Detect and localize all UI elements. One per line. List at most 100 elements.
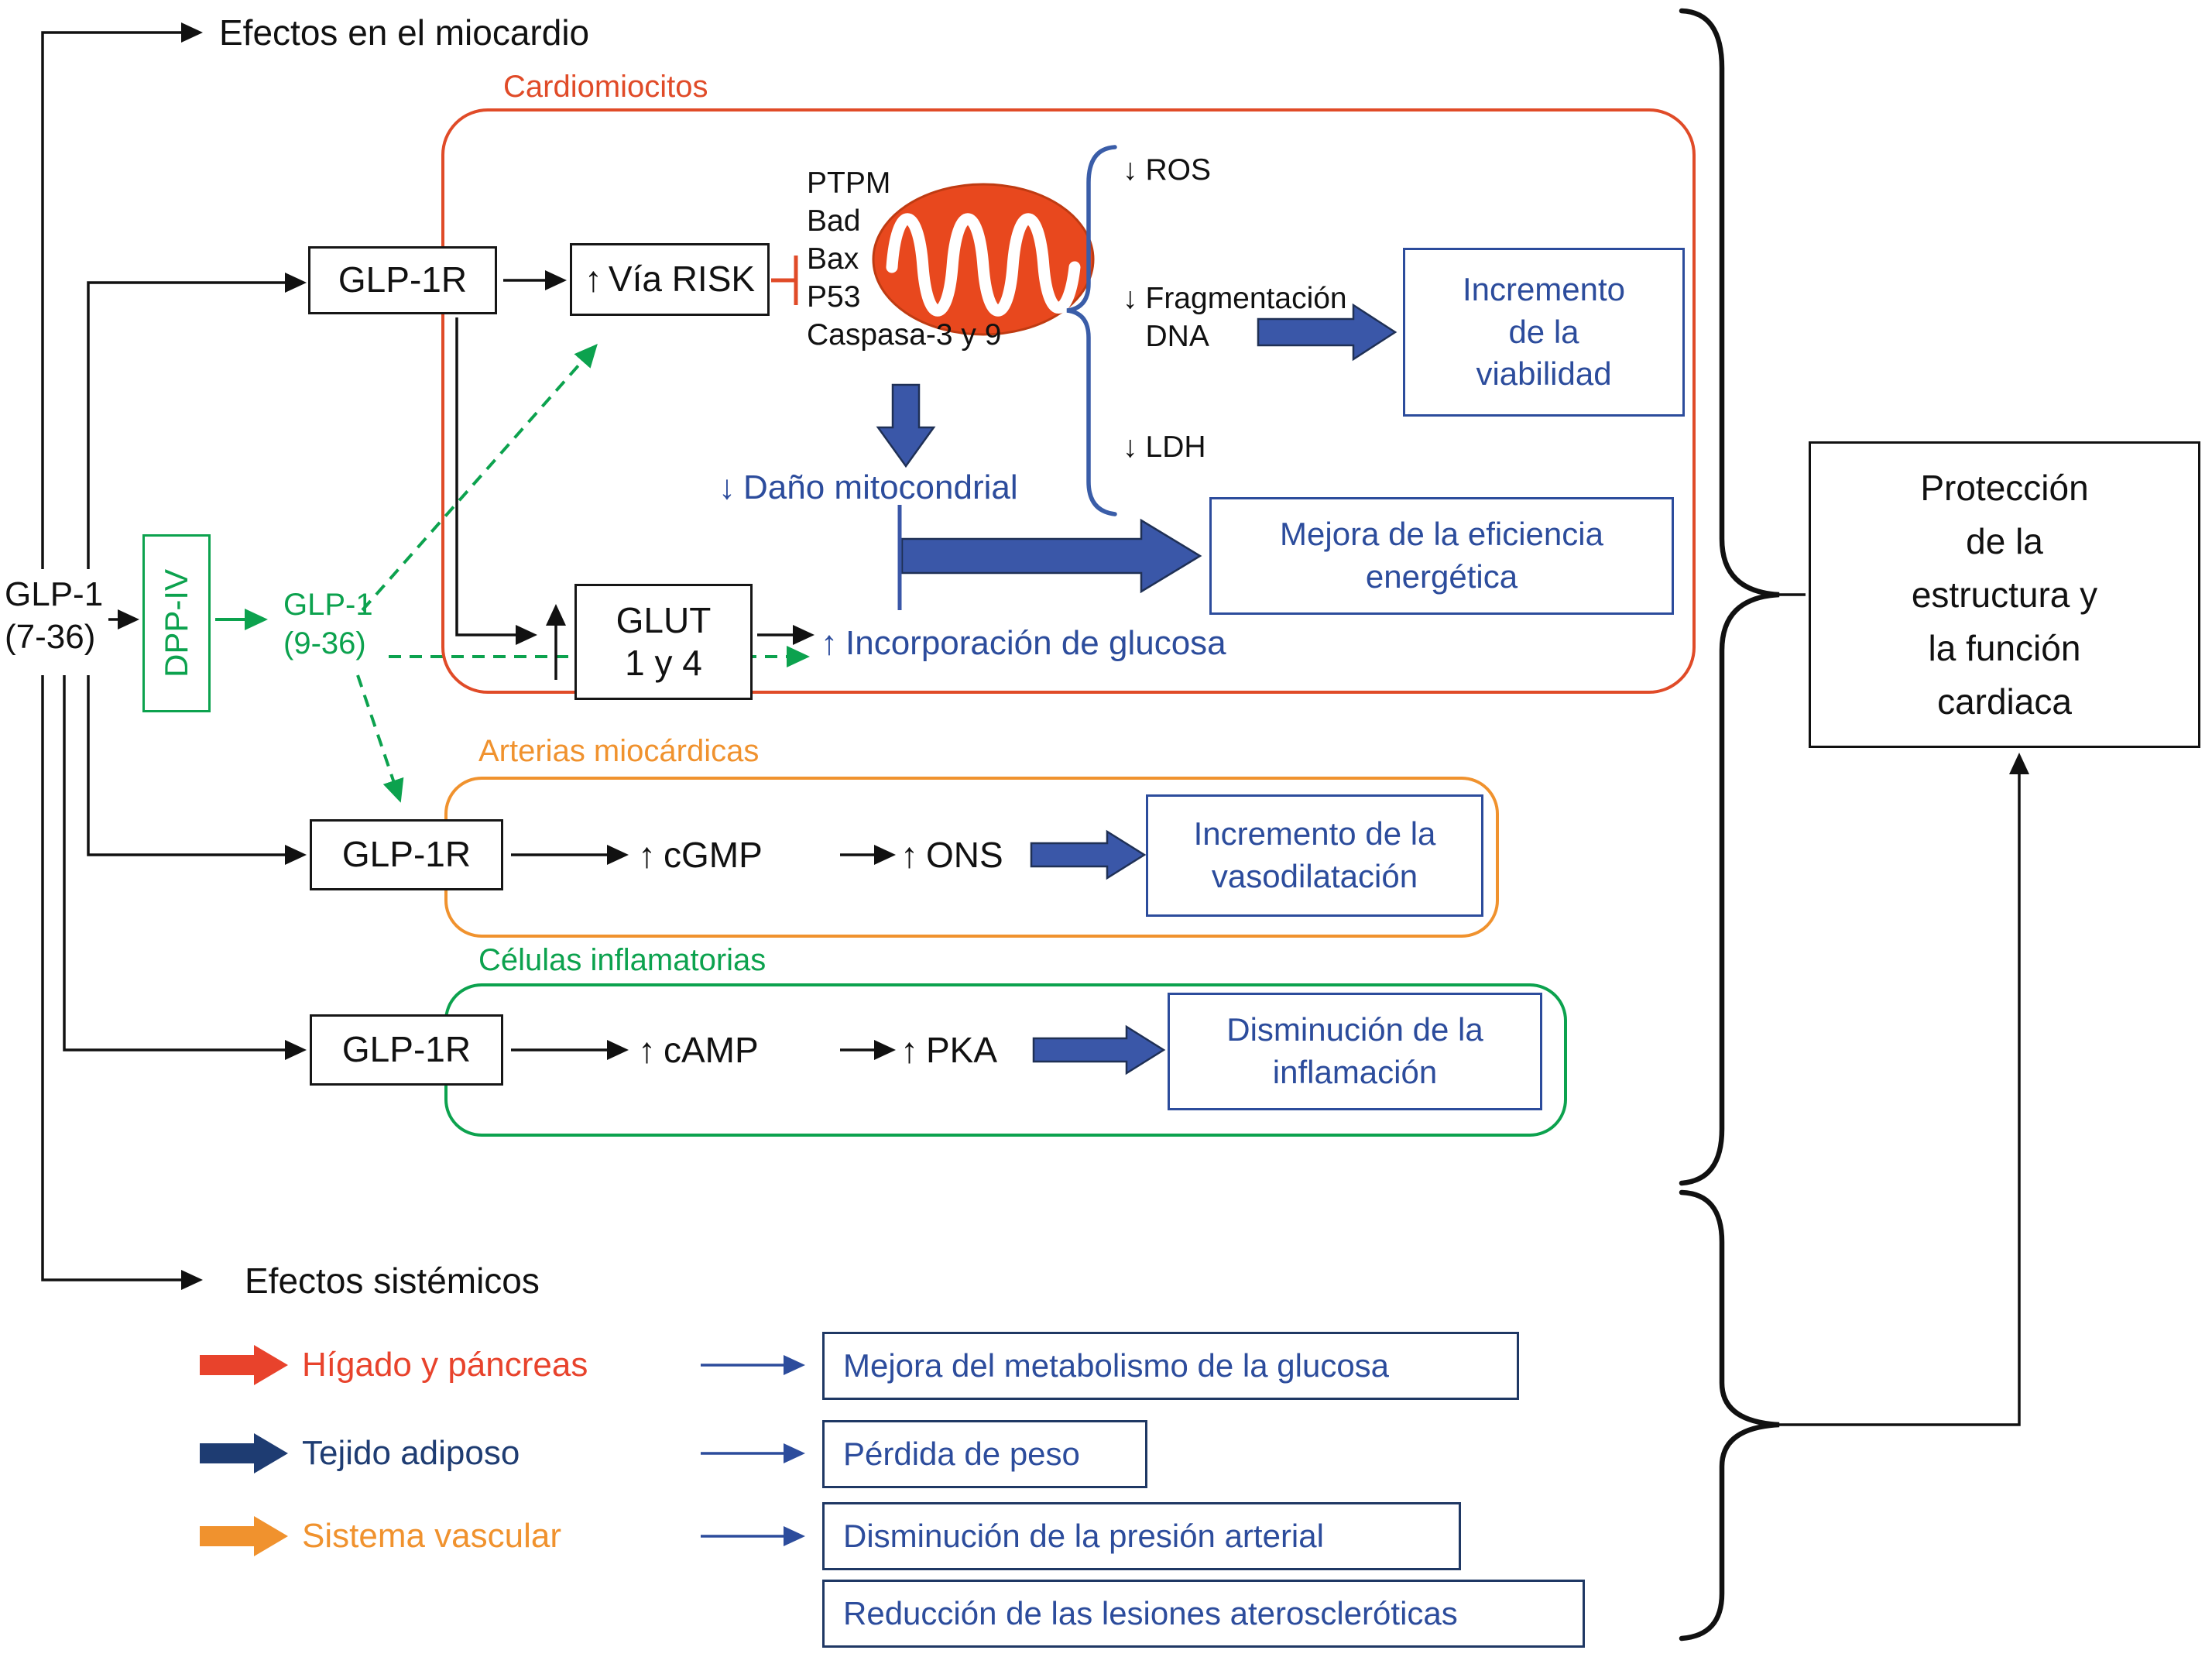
left-branch-lines: [41, 22, 307, 1290]
dna-fragmentation-item: ↓ Fragmentación DNA: [1123, 280, 1347, 356]
inflammation-line2: inflamación: [1272, 1054, 1438, 1090]
brace-systemic-effects: [1679, 1189, 1780, 1642]
camp-text: cAMP: [664, 1030, 759, 1070]
down-arrow-icon: ↓: [1123, 431, 1138, 464]
atherosclerosis-text: Reducción de las lesiones aterosclerótic…: [843, 1595, 1458, 1631]
protection-line4: la función: [1928, 627, 2081, 668]
ons-text: ONS: [926, 835, 1003, 875]
fat-arrow-to-vasodilation: [1030, 829, 1147, 880]
up-arrow-icon: ↑: [638, 1030, 656, 1070]
vascular-arrow-icon: [200, 1516, 288, 1556]
fat-blue-arrows: [876, 303, 1398, 1076]
ros-label: ROS: [1145, 153, 1212, 187]
systemic-label-arrows: [200, 1345, 805, 1556]
glucose-metabolism-result-box: Mejora del metabolismo de la glucosa: [822, 1332, 1519, 1400]
down-arrow-icon: ↓: [718, 468, 736, 506]
up-arrow-icon: ↑: [900, 835, 918, 875]
efficiency-line1: Mejora de la eficiencia: [1280, 516, 1603, 553]
pka-text: PKA: [926, 1030, 998, 1070]
arrow-to-glp1r-inflammatory: [63, 675, 307, 1060]
dashed-arrow-to-arteries: [356, 674, 404, 803]
efficiency-line2: energética: [1365, 558, 1518, 595]
protein-item: Bad: [807, 204, 861, 238]
blue-brace: [1066, 145, 1117, 516]
cardiomyocytes-container: [441, 108, 1696, 694]
up-arrow-icon: ↑: [900, 1030, 918, 1070]
cgmp-text: cGMP: [664, 835, 763, 875]
arrow-to-systemic-header: [41, 675, 203, 1290]
protein-item: Bax: [807, 242, 859, 276]
down-arrow-icon: ↓: [1123, 282, 1138, 315]
liver-pancreas-label: Hígado y páncreas: [302, 1346, 588, 1384]
right-braces: [1679, 8, 2029, 1642]
liver-arrow-icon: [200, 1345, 288, 1385]
mito-damage-label: ↓ Daño mitocondrial: [718, 466, 1018, 509]
protein-item: PTPM: [807, 166, 891, 200]
proapoptotic-proteins-list: PTPM Bad Bax P53 Caspasa-3 y 9: [807, 164, 1001, 354]
vasodilation-line1: Incremento de la: [1193, 815, 1436, 853]
fat-arrow-to-viability: [1257, 303, 1398, 362]
camp-label: ↑ cAMP: [638, 1028, 759, 1073]
ldh-item: ↓ LDH: [1123, 429, 1206, 467]
metabolite-line2: (9-36): [283, 626, 366, 660]
arrow-to-myocardium-header: [41, 22, 203, 569]
dashed-arrow-to-risk: [361, 344, 598, 612]
viability-result-box: Incremento de la viabilidad: [1403, 248, 1685, 417]
ldh-label: LDH: [1145, 431, 1206, 464]
glp1r-cardio-label: GLP-1R: [338, 259, 468, 300]
blood-pressure-result-box: Disminución de la presión arterial: [822, 1502, 1461, 1570]
glp1r-cardio-box: GLP-1R: [308, 246, 497, 314]
protection-line1: Protección: [1920, 467, 2089, 508]
blood-pressure-text: Disminución de la presión arterial: [843, 1518, 1324, 1554]
protein-item: P53: [807, 280, 861, 314]
myocardium-header: Efectos en el miocardio: [219, 12, 590, 53]
arteries-title: Arterias miocárdicas: [478, 734, 760, 768]
glut-line1: GLUT: [616, 599, 712, 640]
adipose-arrow-icon: [200, 1433, 288, 1473]
viability-line3: viabilidad: [1476, 355, 1612, 393]
viability-line1: Incremento: [1462, 271, 1626, 308]
cgmp-label: ↑ cGMP: [638, 833, 763, 878]
protection-summary-box: Protección de la estructura y la función…: [1809, 441, 2200, 748]
risk-inhibition-line: [771, 256, 798, 305]
fat-arrow-down-mito-damage: [876, 383, 936, 468]
glucose-incorporation-text: Incorporación de glucosa: [845, 624, 1226, 662]
dna-fragmentation-label: Fragmentación DNA: [1146, 280, 1347, 356]
vasodilation-result-box: Incremento de la vasodilatación: [1146, 794, 1483, 917]
ros-item: ↓ ROS: [1123, 152, 1211, 190]
mito-damage-text: Daño mitocondrial: [743, 468, 1018, 506]
glp1-source-line2: (7-36): [5, 618, 96, 656]
arrow-to-glp1r-cardio: [87, 273, 307, 569]
dpp4-enzyme-box: DPP-IV: [142, 534, 211, 712]
viability-line2: de la: [1508, 313, 1579, 350]
fragmentation-line1: Fragmentación: [1145, 282, 1347, 315]
glucose-incorporation-label: ↑ Incorporación de glucosa: [821, 622, 1226, 664]
glp1-source-label: GLP-1 (7-36): [5, 573, 103, 658]
glp1r-inflammatory-box: GLP-1R: [310, 1014, 503, 1086]
glp1r-arteries-label: GLP-1R: [341, 834, 472, 875]
cardio-internal-arrows: [455, 270, 814, 680]
arrow-to-glp1r-arteries: [87, 675, 307, 865]
dpp4-label: DPP-IV: [158, 568, 194, 678]
adipose-tissue-label: Tejido adiposo: [302, 1434, 520, 1472]
glp1r-inflammatory-label: GLP-1R: [341, 1029, 472, 1070]
brace-myocardial-effects: [1679, 8, 1780, 1186]
fat-arrow-to-efficiency: [900, 518, 1202, 594]
inflammatory-title: Células inflamatorias: [478, 943, 766, 977]
up-arrow-icon: ↑: [584, 259, 602, 300]
up-arrow-icon: ↑: [638, 835, 656, 875]
glut-transporter-box: GLUT 1 y 4: [574, 584, 753, 700]
inflammation-line1: Disminución de la: [1226, 1011, 1483, 1048]
arrow-systemic-to-protection: [1779, 753, 2029, 1426]
glp1r-arteries-box: GLP-1R: [310, 819, 503, 890]
metabolite-line1: GLP-1: [283, 588, 373, 622]
vascular-system-label: Sistema vascular: [302, 1517, 562, 1555]
up-arrow-icon: ↑: [821, 624, 838, 662]
cardiomyocytes-title: Cardiomiocitos: [503, 70, 708, 104]
protection-line2: de la: [1966, 520, 2043, 561]
protein-item: Caspasa-3 y 9: [807, 318, 1002, 352]
row-arrows: [511, 845, 896, 1060]
down-arrow-icon: ↓: [1123, 153, 1138, 187]
